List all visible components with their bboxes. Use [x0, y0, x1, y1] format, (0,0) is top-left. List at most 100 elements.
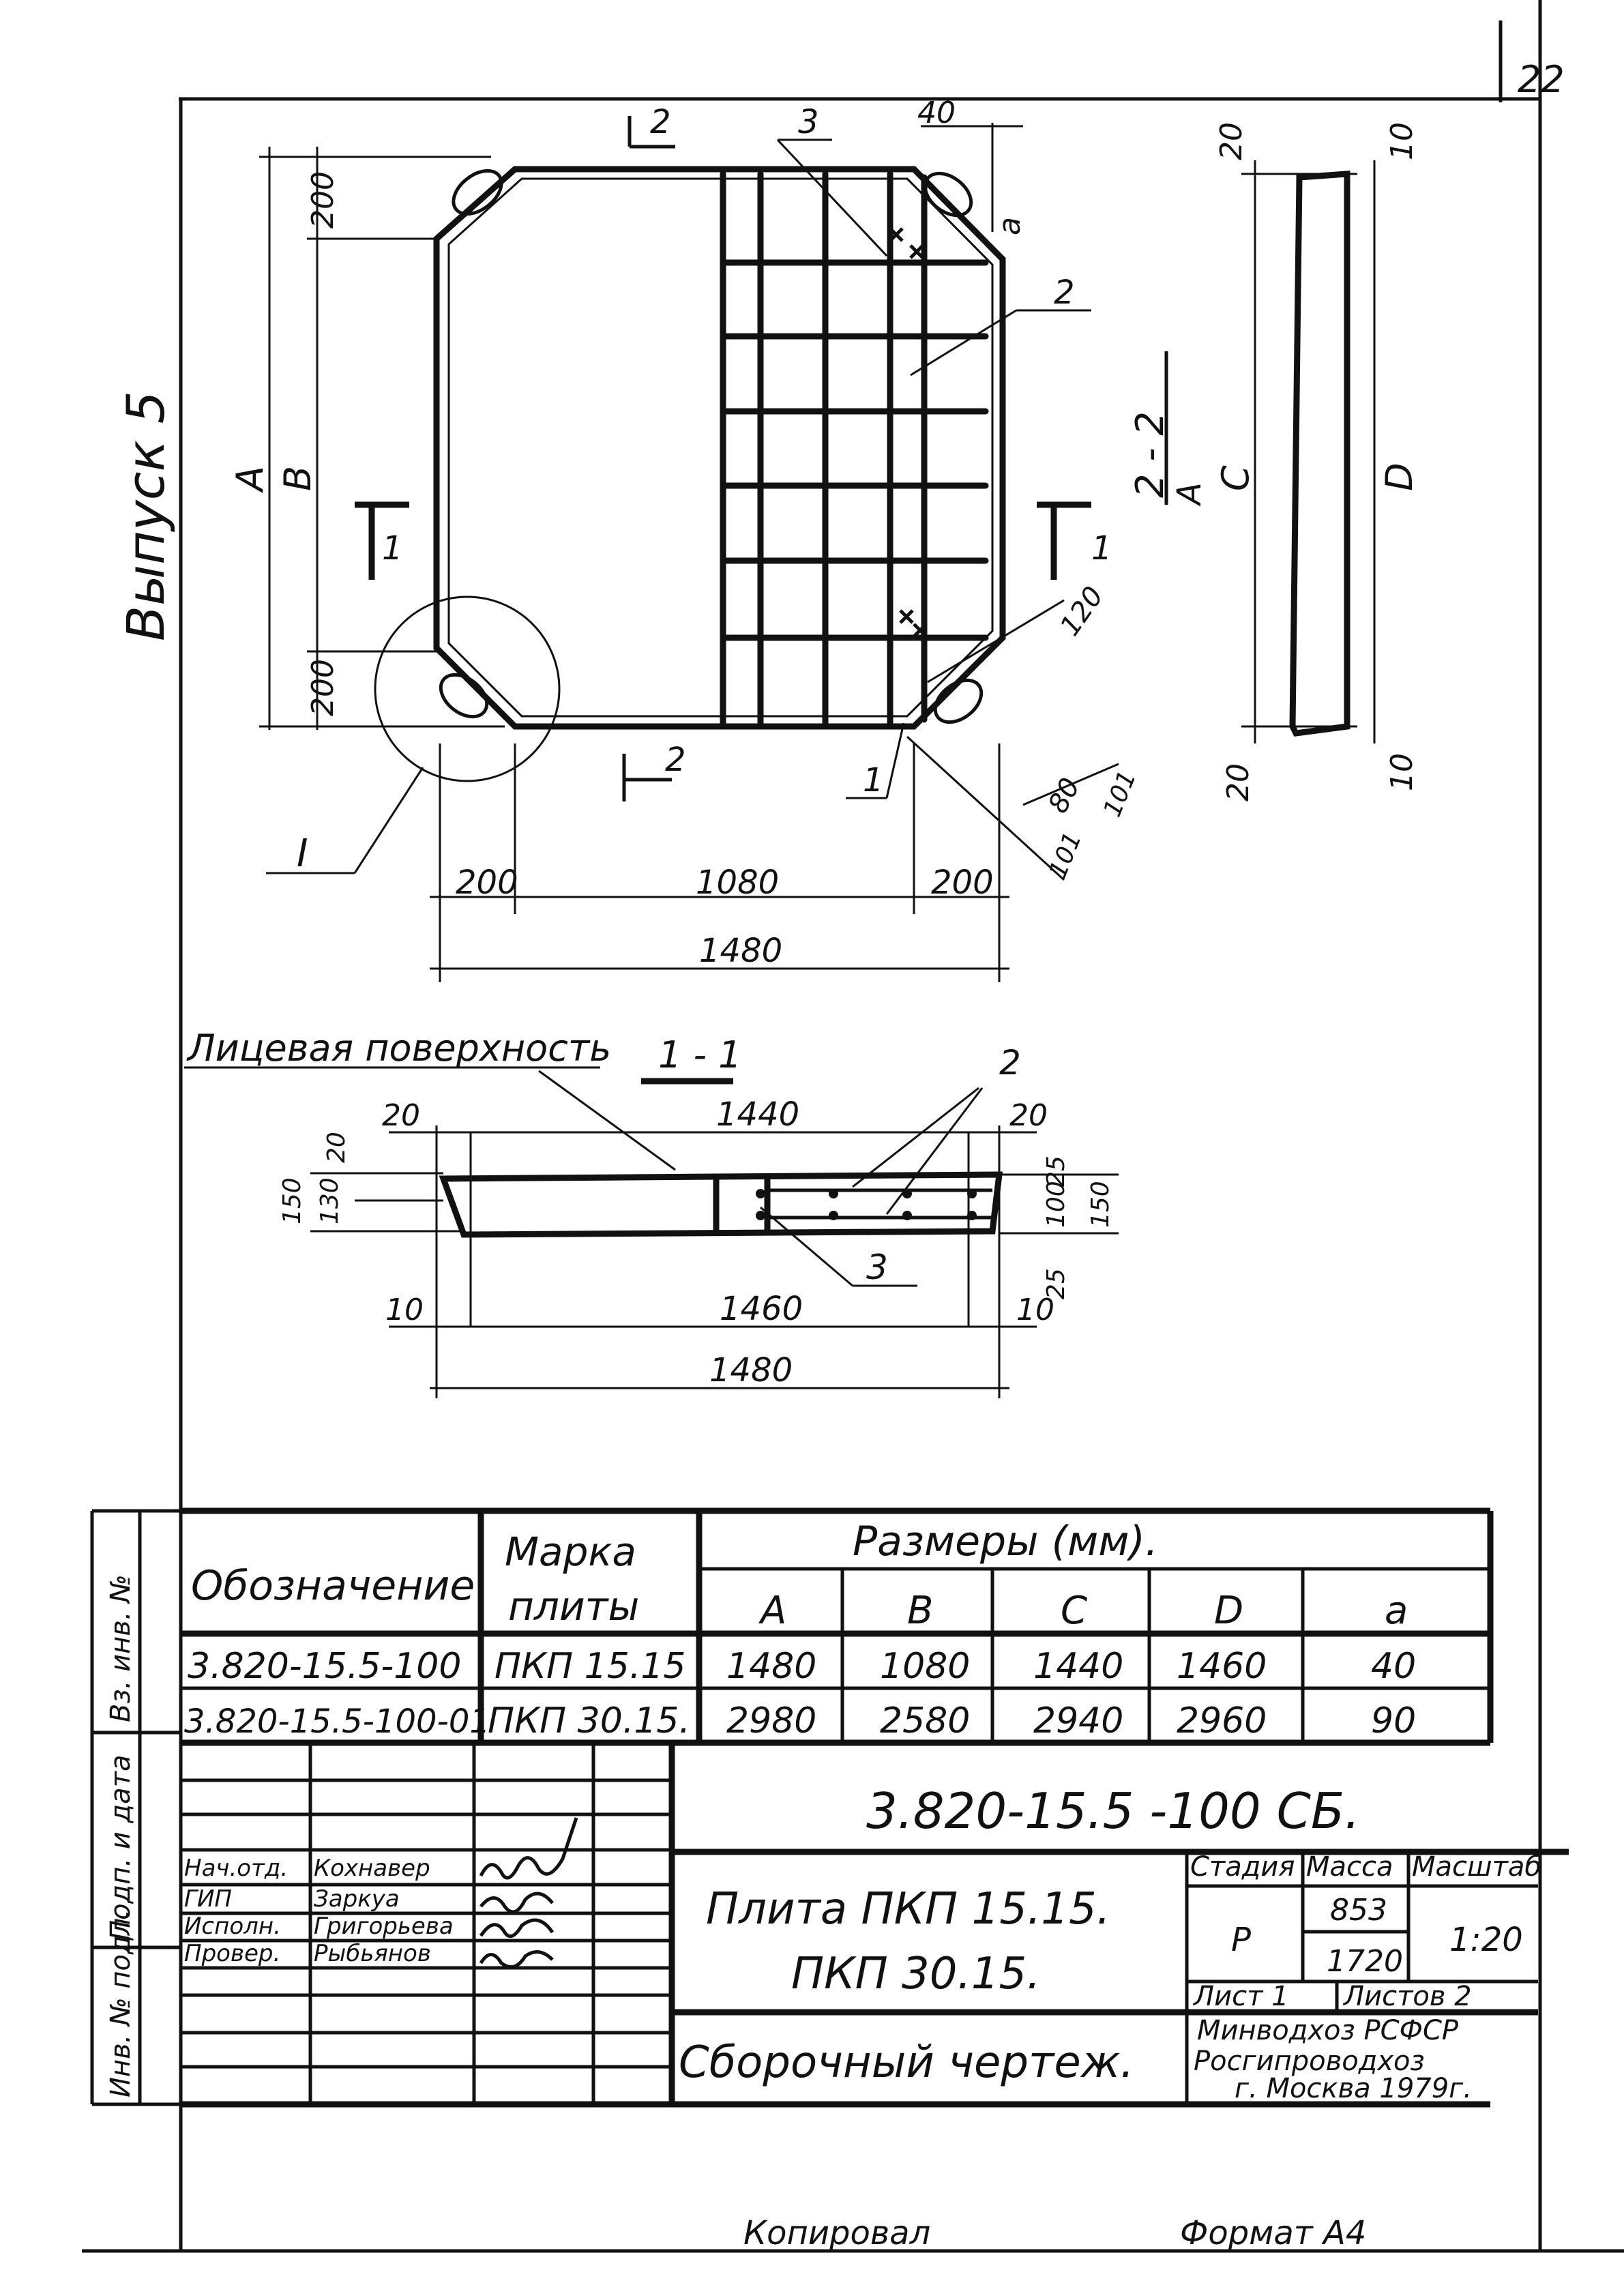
spec-table: Обозначение Марка плиты Размеры (мм). A …: [181, 1507, 1494, 1746]
face-label: Лицевая поверхность: [186, 1027, 611, 1070]
row2-A: 2980: [726, 1700, 816, 1741]
col-C: C: [1061, 1589, 1087, 1633]
dim-130: 130: [316, 1177, 344, 1224]
dim-B-label: B: [276, 466, 319, 491]
dim-1080: 1080: [696, 864, 779, 902]
org-line-3: г. Москва 1979г.: [1235, 2073, 1472, 2104]
scale-header: Масштаб: [1412, 1851, 1541, 1883]
person-2: Заркуа: [314, 1885, 400, 1913]
role-4: Провер.: [184, 1940, 280, 1967]
dim-150-right: 150: [1087, 1181, 1114, 1228]
row2-designation: 3.820-15.5-100-01: [184, 1703, 490, 1741]
row1-designation: 3.820-15.5-100: [188, 1646, 461, 1687]
side-strip: Вз. инв. № Подп. и дата Инв. № подл.: [90, 1509, 181, 2106]
dim-200-top: 200: [306, 171, 340, 229]
mass-value-2: 1720: [1327, 1944, 1403, 1979]
cut-2-top-label: 2: [650, 103, 671, 141]
col-designation: Обозначение: [191, 1562, 475, 1610]
scale-value: 1:20: [1449, 1921, 1523, 1959]
footer-format: Формат А4: [1180, 2214, 1366, 2252]
dim-150-left: 150: [278, 1177, 306, 1224]
signature-1: [479, 1817, 578, 1880]
row1-D: 1460: [1177, 1646, 1267, 1687]
row2-D: 2960: [1177, 1700, 1267, 1741]
row1-a: 40: [1371, 1646, 1416, 1687]
plan-dimensions: 200 200 A B 200 1080 200 1480 40 a 120 8…: [228, 95, 1142, 982]
footer-copied: Копировал: [743, 2214, 930, 2252]
person-1: Кохнавер: [314, 1855, 430, 1882]
dim-100: 100: [1042, 1181, 1070, 1228]
role-3: Исполн.: [184, 1913, 281, 1940]
signature-4: [479, 1950, 554, 1969]
signature-3: [479, 1918, 555, 1939]
col-mark-2: плиты: [508, 1583, 639, 1630]
dim-25-bottom: 25: [1042, 1268, 1070, 1299]
dim-20-left: 20: [382, 1098, 420, 1133]
callout-1: 1: [863, 761, 884, 799]
callout-3: 3: [798, 103, 819, 141]
col-D: D: [1214, 1589, 1243, 1633]
dim-1480-section: 1480: [709, 1351, 793, 1389]
cut-1-right-label: 1: [1091, 529, 1112, 568]
product-name-1: Плита ПКП 15.15.: [706, 1884, 1110, 1934]
sheets-total: Листов 2: [1342, 1981, 1472, 2012]
side-label-inv-orig: Инв. № подл.: [105, 1909, 136, 2097]
dim-25-top: 25: [1042, 1155, 1070, 1187]
row2-C: 2940: [1033, 1700, 1123, 1741]
col-a: a: [1385, 1589, 1408, 1633]
role-1: Нач.отд.: [184, 1855, 288, 1882]
dim-20-bottom: 20: [1221, 763, 1256, 801]
stage-header: Стадия: [1190, 1851, 1295, 1883]
footer: Копировал Формат А4: [743, 2214, 1366, 2252]
vertical-title: Выпуск 5: [115, 391, 176, 641]
dim-1460: 1460: [720, 1290, 803, 1328]
section-1-1-title: 1 - 1: [658, 1033, 742, 1076]
dim-101-b: 101: [1044, 828, 1087, 882]
sheet-no: Лист 1: [1192, 1981, 1289, 2012]
section-2-2: 2 - 2 A C D 20 10 20 10: [1128, 122, 1421, 801]
row2-mark: ПКП 30.15.: [488, 1700, 690, 1741]
plan-view: 2 2 1 1 I 3 2 1: [266, 103, 1112, 876]
dim-20-vertical: 20: [323, 1132, 351, 1163]
cut-2-bottom-label: 2: [665, 741, 686, 779]
dim-C-label: C: [1214, 465, 1257, 491]
row2-a: 90: [1371, 1700, 1416, 1741]
mass-header: Масса: [1306, 1851, 1393, 1883]
side-label-inv-no: Вз. инв. №: [105, 1574, 136, 1722]
row1-C: 1440: [1033, 1646, 1123, 1687]
product-name-2: ПКП 30.15.: [791, 1949, 1041, 1999]
dim-20-right: 20: [1009, 1098, 1048, 1133]
col-sizes: Размеры (мм).: [853, 1518, 1158, 1565]
col-A: A: [758, 1589, 786, 1633]
role-2: ГИП: [184, 1885, 232, 1913]
dim-200-bottom: 200: [306, 659, 340, 716]
dim-40: 40: [917, 95, 956, 130]
row1-A: 1480: [726, 1646, 816, 1687]
dim-10-right: 10: [1016, 1293, 1054, 1327]
person-4: Рыбьянов: [314, 1940, 431, 1967]
row1-B: 1080: [880, 1646, 970, 1687]
stage-value: Р: [1231, 1921, 1251, 1959]
dim-200-left: 200: [456, 864, 518, 902]
org-line-2: Росгипроводхоз: [1194, 2046, 1425, 2077]
vertical-title-group: Выпуск 5: [115, 391, 176, 641]
detail-I-label: I: [297, 831, 308, 876]
callout-2-plan: 2: [1054, 274, 1075, 312]
doc-type: Сборочный чертеж.: [679, 2037, 1134, 2088]
person-3: Григорьева: [314, 1913, 454, 1940]
title-block: 3.820-15.5 -100 СБ. Плита ПКП 15.15. ПКП…: [181, 1743, 1569, 2108]
dim-10-top: 10: [1385, 122, 1419, 160]
row1-mark: ПКП 15.15: [494, 1646, 686, 1687]
side-label-sign-date: Подп. и дата: [105, 1755, 136, 1941]
dim-120: 120: [1054, 581, 1110, 642]
sheet-number: 22: [1518, 58, 1565, 101]
section-2-2-scale: A: [1170, 482, 1209, 507]
dim-10-bottom: 10: [1385, 753, 1419, 791]
org-line-1: Минводхоз РСФСР: [1197, 2015, 1459, 2046]
dim-1440: 1440: [716, 1095, 799, 1134]
col-mark-1: Марка: [505, 1529, 636, 1575]
dim-1480-plan: 1480: [699, 932, 782, 970]
dim-a-label: a: [992, 217, 1027, 235]
dim-D-label: D: [1378, 462, 1421, 491]
